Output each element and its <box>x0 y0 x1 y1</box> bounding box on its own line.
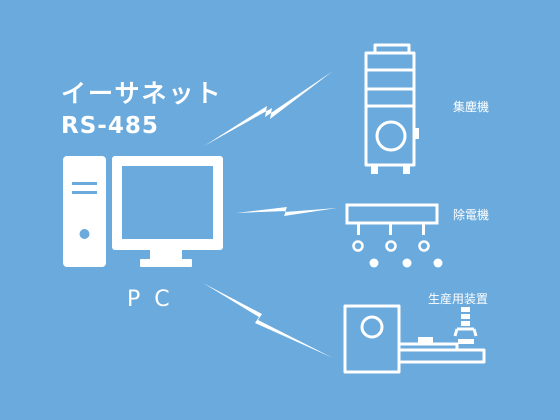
lightning-bolt-icon <box>204 71 333 146</box>
lightning-bolt-icon <box>203 283 333 358</box>
dust-collector-icon <box>364 43 419 174</box>
lightning-bolt-icon <box>236 207 337 216</box>
desktop-pc-icon <box>63 156 223 267</box>
network-title-rs485: RS-485 <box>61 113 159 139</box>
device-label-static-eliminator: 除電機 <box>453 208 490 222</box>
device-label-production-equipment: 生産用装置 <box>428 292 489 306</box>
pc-label: PC <box>127 287 184 312</box>
pc-monitor <box>112 156 223 267</box>
production-equipment-icon <box>343 304 486 374</box>
static-eliminator-icon <box>345 203 443 268</box>
pc-tower <box>63 156 106 267</box>
network-title-ethernet: イーサネット <box>61 79 223 108</box>
device-label-dust-collector: 集塵機 <box>453 100 490 114</box>
